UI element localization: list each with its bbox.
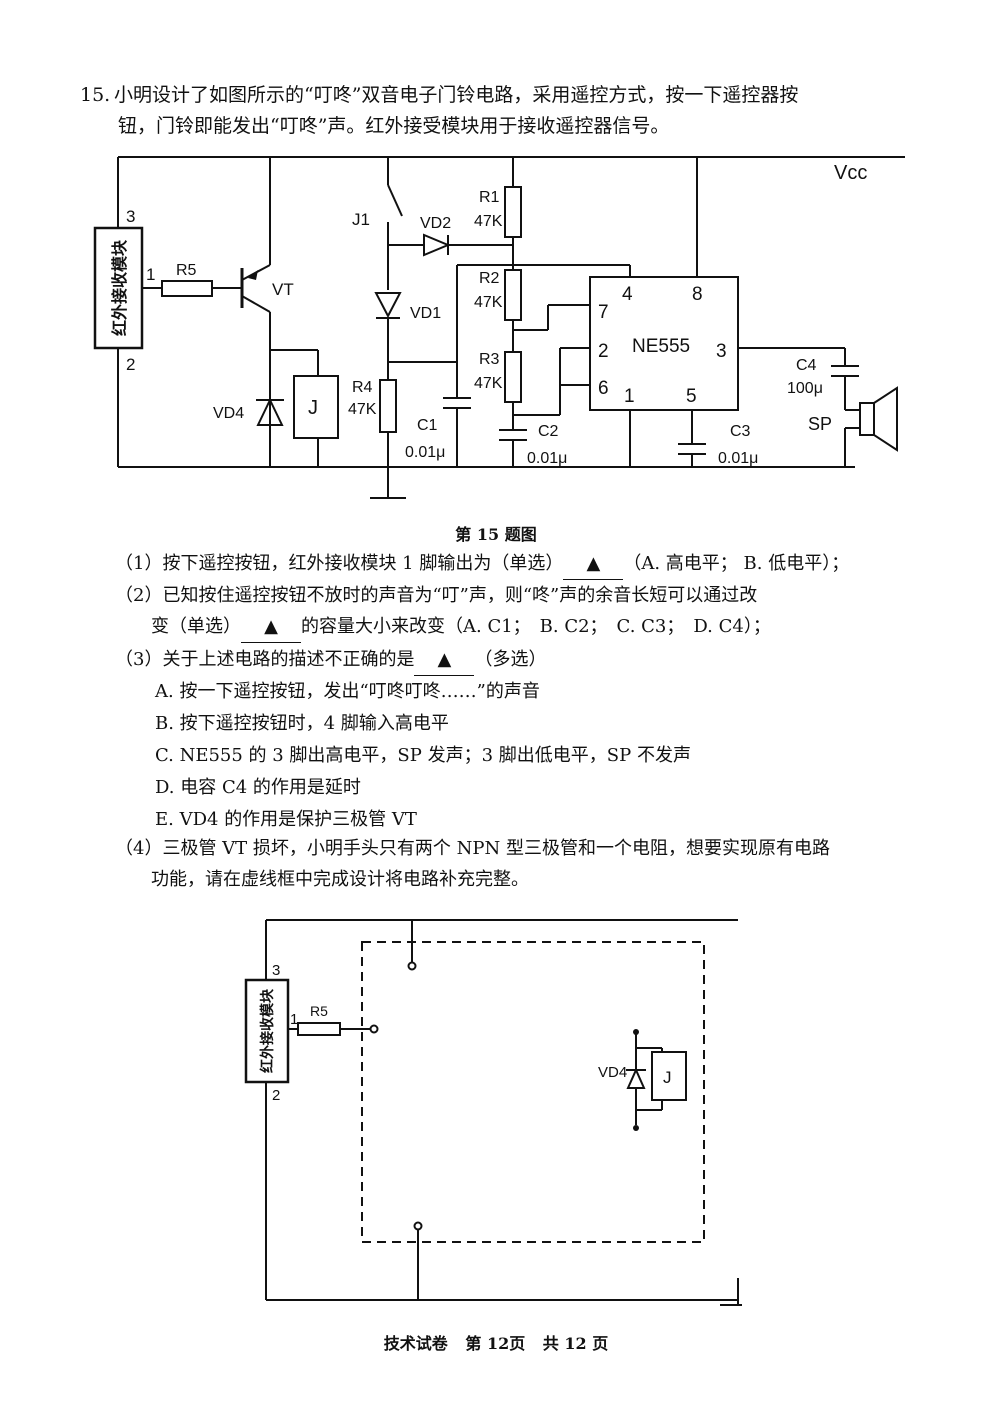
c1-value: 0.01μ: [405, 444, 445, 461]
speaker-label: SP: [808, 414, 832, 434]
terminal-r5: [369, 1024, 379, 1034]
subquestion-4-line1: （4）三极管 VT 损坏，小明手头只有两个 NPN 型三极管和一个电阻，想要实现…: [115, 838, 830, 859]
subquestion-4-line2: 功能，请在虚线框中完成设计将电路补充完整。: [151, 869, 529, 890]
ir-module-pin3-2: 3: [272, 962, 280, 979]
question-stem: 15.小明设计了如图所示的“叮咚”双音电子门铃电路，采用遥控方式，按一下遥控器按…: [80, 80, 920, 142]
ne555-pin4: 4: [622, 284, 633, 305]
relay-coil-j: [293, 375, 339, 439]
ne555-pin7: 7: [598, 302, 609, 323]
ne555-pin2: 2: [598, 341, 609, 362]
option-a: A. 按一下遥控按钮，发出“叮咚叮咚……”的声音: [155, 681, 540, 702]
subquestion-1-prefix: （1）按下遥控按钮，红外接收模块 1 脚输出为（单选）: [115, 553, 564, 574]
c4-label: C4: [796, 357, 817, 374]
r3-value: 47K: [474, 375, 503, 392]
option-c: C. NE555 的 3 脚出高电平，SP 发声；3 脚出低电平，SP 不发声: [155, 745, 691, 766]
ir-module-pin3: 3: [126, 207, 135, 226]
vd4-label: VD4: [213, 405, 244, 422]
ir-module-pin2-2: 2: [272, 1087, 280, 1104]
ne555-pin3: 3: [716, 341, 727, 362]
ir-module-label: 红外接收模块: [110, 239, 129, 336]
r4-value: 47K: [348, 401, 377, 418]
ne555-pin1: 1: [624, 386, 635, 407]
c1-label: C1: [417, 417, 438, 434]
subquestion-3-suffix: （多选）: [474, 649, 547, 670]
ne555-pin5: 5: [686, 386, 697, 407]
vd1-diode: [374, 292, 402, 319]
ir-module-pin1: 1: [146, 265, 155, 284]
r3-resistor: [504, 351, 522, 403]
c4-value: 100μ: [787, 380, 823, 397]
subquestion-2-prefix: 变（单选）: [151, 616, 241, 637]
figure-caption: 第 15 题图: [455, 525, 537, 544]
r1-value: 47K: [474, 213, 503, 230]
question-line-1: 小明设计了如图所示的“叮咚”双音电子门铃电路，采用遥控方式，按一下遥控器按: [114, 84, 799, 106]
r4-resistor: [379, 379, 397, 433]
vd2-label: VD2: [420, 215, 451, 232]
r2-value: 47K: [474, 294, 503, 311]
ir-module-pin2: 2: [126, 355, 135, 374]
r2-resistor: [504, 269, 522, 321]
footer-total: 共 12 页: [542, 1334, 609, 1353]
question-line-2: 钮，门铃即能发出“叮咚”声。红外接受模块用于接收遥控器信号。: [118, 115, 670, 137]
subquestion-3-prefix: （3）关于上述电路的描述不正确的是: [115, 649, 415, 670]
circuit-diagram-main: 3 1 2 红外接收模块 R5 VT VD4 J J1 VD2 VD1 R4 4…: [93, 156, 905, 499]
ne555-chip: [589, 276, 739, 411]
c3-label: C3: [730, 423, 751, 440]
subquestion-2-line1: （2）已知按住遥控按钮不放时的声音为“叮”声，则“咚”声的余音长短可以通过改: [115, 585, 758, 606]
r1-label: R1: [479, 189, 500, 206]
r3-label: R3: [479, 351, 500, 368]
vd4-diode: [256, 397, 284, 426]
relay-label: J: [308, 397, 318, 419]
vd4-label-2: VD4: [598, 1064, 627, 1081]
subquestion-2-suffix: 的容量大小来改变（A. C1； B. C2； C. C3； D. C4）；: [301, 616, 771, 637]
relay-label-2: J: [663, 1068, 672, 1087]
ir-module-pin1-2: 1: [290, 1011, 298, 1028]
footer-page: 第 12页: [465, 1334, 526, 1353]
vd1-label: VD1: [410, 305, 441, 322]
vt-label: VT: [272, 280, 294, 299]
footer-subject: 技术试卷: [383, 1334, 448, 1353]
r4-label: R4: [352, 379, 373, 396]
answer-blank-2[interactable]: ▲: [241, 611, 301, 643]
subquestion-1-suffix: （A. 高电平； B. 低电平）；: [623, 553, 850, 574]
option-e: E. VD4 的作用是保护三极管 VT: [155, 809, 417, 830]
vcc-label: Vcc: [834, 162, 867, 184]
j1-label: J1: [352, 210, 370, 229]
circuit-diagram-design: 红外接收模块 3 1 2 R5 VD4 J: [244, 919, 742, 1306]
terminal-bottom: [413, 1221, 423, 1231]
r5-label: R5: [176, 262, 197, 279]
answer-blank-1[interactable]: ▲: [563, 548, 624, 580]
ne555-pin8: 8: [692, 284, 703, 305]
vd4-diode-2: [626, 1067, 646, 1089]
c2-label: C2: [538, 423, 559, 440]
option-b: B. 按下遥控按钮时，4 脚输入高电平: [155, 713, 449, 734]
r1-resistor: [504, 186, 522, 238]
answer-blank-3[interactable]: ▲: [414, 644, 475, 676]
ne555-label: NE555: [632, 336, 690, 357]
design-dashed-box[interactable]: [361, 941, 705, 1243]
speaker-cone: [873, 386, 898, 452]
option-d: D. 电容 C4 的作用是延时: [155, 777, 361, 798]
c3-value: 0.01μ: [718, 450, 758, 467]
c2-value: 0.01μ: [527, 450, 567, 467]
question-number: 15.: [80, 84, 111, 106]
vd2-diode: [423, 233, 451, 257]
ne555-pin6: 6: [598, 378, 609, 399]
subquestion-3: （3）关于上述电路的描述不正确的是▲（多选）: [115, 644, 925, 676]
subquestion-2: （2）已知按住遥控按钮不放时的声音为“叮”声，则“咚”声的余音长短可以通过改 变…: [115, 580, 925, 643]
page-footer: 技术试卷 第 12页 共 12 页: [0, 1330, 992, 1354]
terminal-top: [407, 961, 417, 971]
subquestion-4: （4）三极管 VT 损坏，小明手头只有两个 NPN 型三极管和一个电阻，想要实现…: [115, 833, 925, 895]
relay-coil-j-2: [651, 1051, 687, 1101]
subquestion-1: （1）按下遥控按钮，红外接收模块 1 脚输出为（单选）▲（A. 高电平； B. …: [115, 548, 925, 580]
r5-label-2: R5: [310, 1003, 328, 1019]
r2-label: R2: [479, 270, 500, 287]
speaker-body: [859, 402, 875, 436]
r5-resistor-2: [297, 1022, 341, 1036]
r5-resistor: [161, 280, 213, 297]
ir-module-label-2: 红外接收模块: [259, 988, 276, 1073]
